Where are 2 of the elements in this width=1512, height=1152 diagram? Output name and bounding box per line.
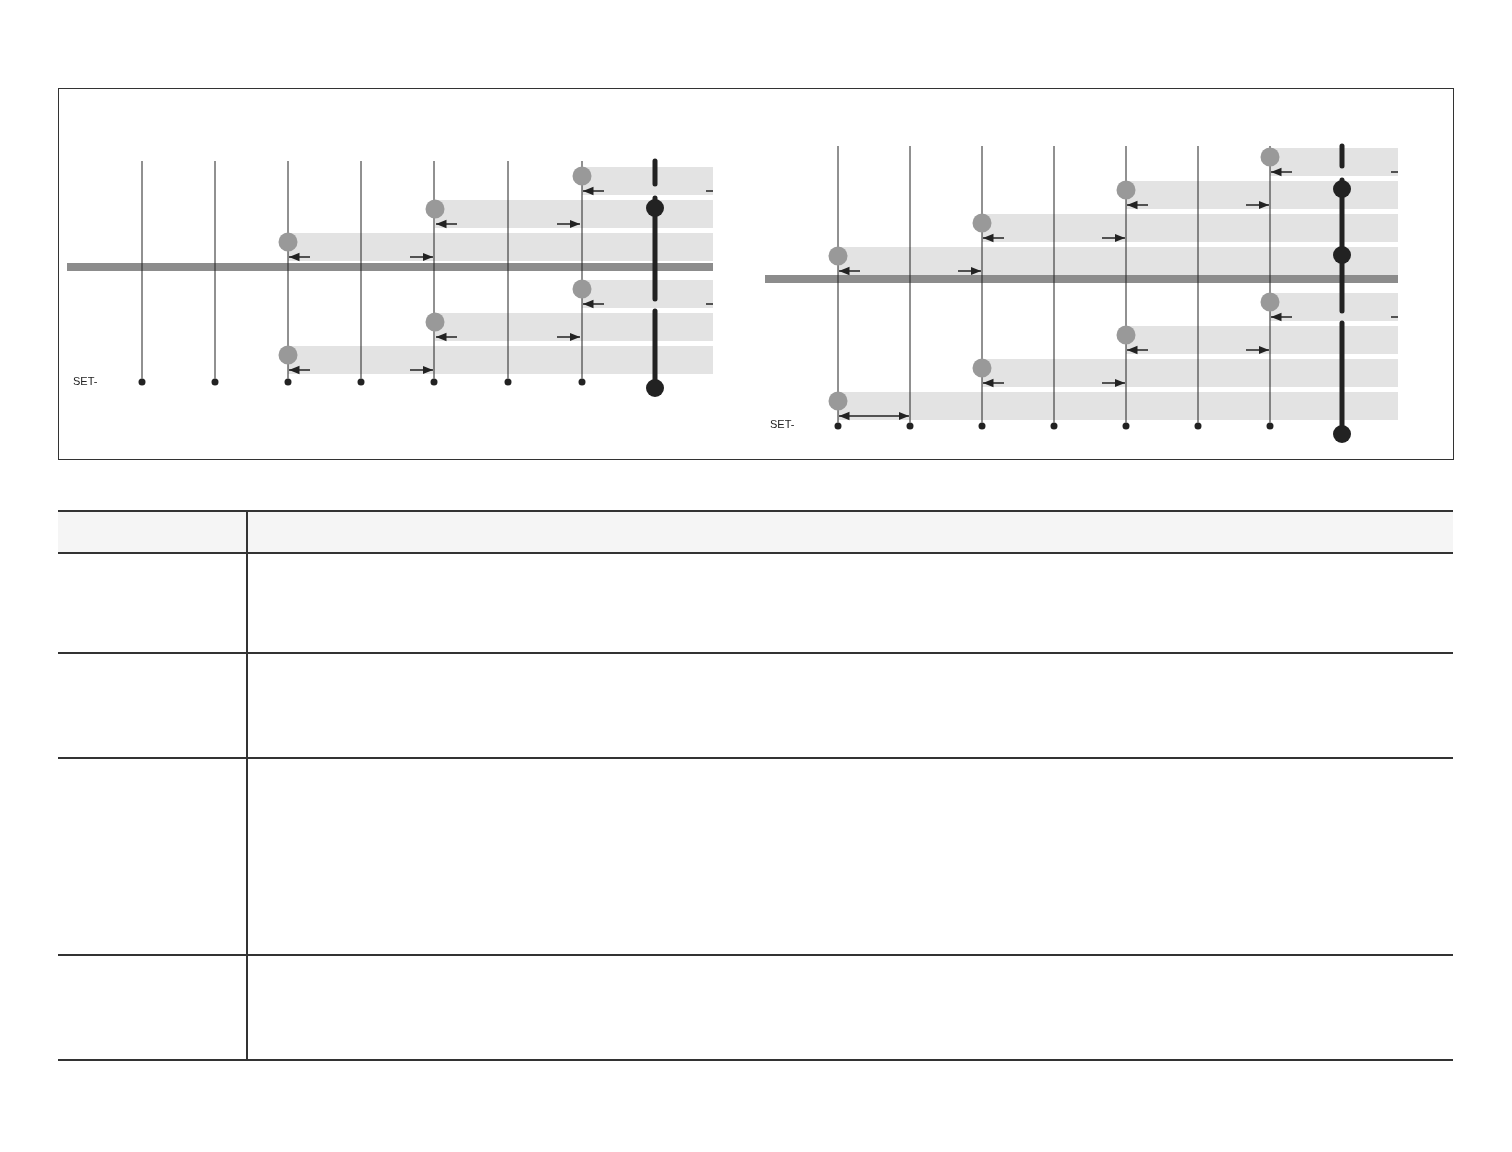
signal-label: SET- — [770, 419, 795, 430]
signal-label: SET- — [73, 376, 98, 387]
